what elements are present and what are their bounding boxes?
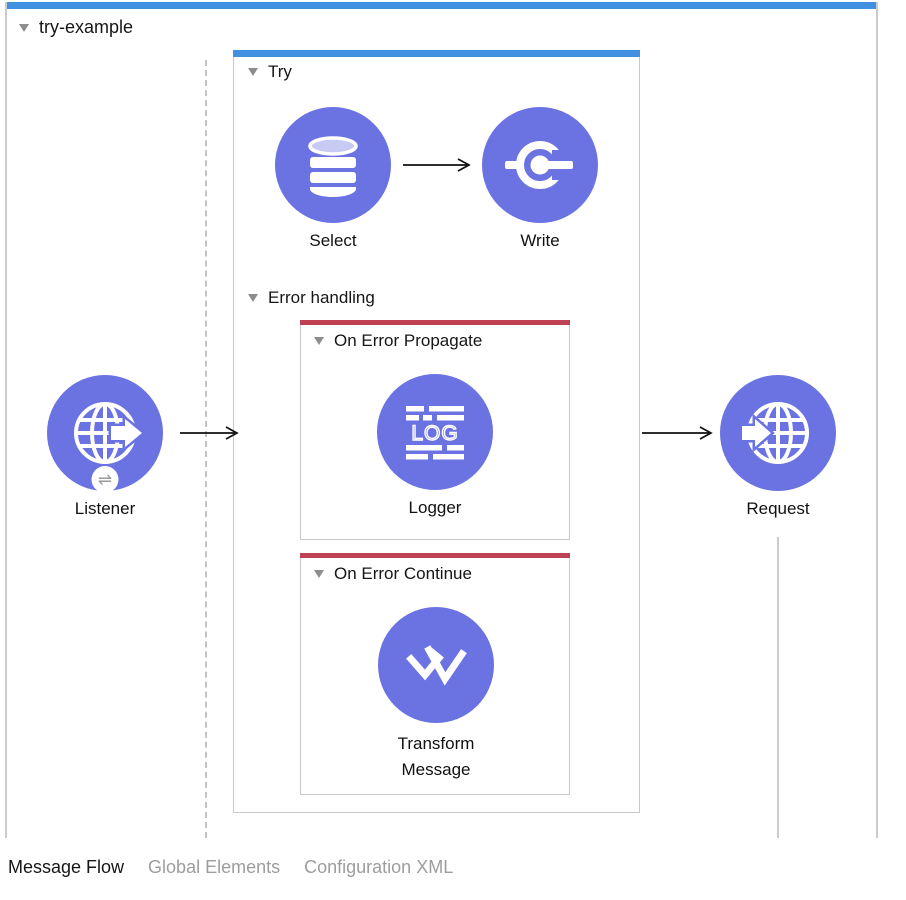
flow-border (876, 2, 878, 838)
transform-circle[interactable] (378, 607, 494, 723)
error-handling-header: Error handling (248, 288, 375, 308)
node-label: Select (309, 231, 357, 250)
globe-arrow-out-icon (74, 402, 145, 464)
collapse-triangle-icon[interactable] (248, 68, 258, 76)
editor-tab-bar: Message Flow Global Elements Configurati… (8, 857, 453, 878)
flow-border (5, 2, 7, 838)
collapse-triangle-icon[interactable] (19, 23, 29, 32)
node-label: Logger (408, 498, 462, 517)
node-label: Request (746, 499, 810, 518)
file-write-icon (505, 141, 576, 189)
on-error-continue-label: On Error Continue (334, 564, 472, 583)
error-accent-bar (300, 553, 570, 558)
write-circle[interactable] (482, 107, 598, 223)
collapse-triangle-icon[interactable] (314, 570, 324, 578)
try-header: Try (248, 62, 292, 82)
logger-circle[interactable]: LOG (377, 374, 493, 490)
select-circle[interactable] (275, 107, 391, 223)
source-process-divider (205, 60, 207, 838)
exchange-icon: ⇌ (97, 469, 113, 489)
on-error-continue-header: On Error Continue (314, 564, 472, 584)
flow-header: try-example (19, 17, 133, 38)
try-label: Try (268, 62, 292, 81)
collapse-triangle-icon[interactable] (314, 337, 324, 345)
exchange-badge: ⇌ (91, 466, 119, 493)
node-request[interactable]: Request (720, 375, 836, 518)
try-accent-bar (233, 50, 640, 57)
tab-configuration-xml[interactable]: Configuration XML (304, 857, 454, 877)
node-transform-message[interactable]: Transform Message (378, 607, 494, 779)
node-label: Listener (74, 499, 136, 518)
collapse-triangle-icon[interactable] (248, 294, 258, 302)
node-listener[interactable]: ⇌ Listener (47, 375, 163, 518)
log-lines-icon: LOG (406, 406, 464, 460)
node-select[interactable]: Select (275, 107, 391, 250)
request-circle[interactable] (720, 375, 836, 491)
node-label: Transform Message (397, 734, 475, 779)
database-icon (308, 136, 358, 197)
on-error-propagate-header: On Error Propagate (314, 331, 482, 351)
node-write[interactable]: Write (482, 107, 598, 250)
error-handling-label: Error handling (268, 288, 375, 307)
on-error-propagate-label: On Error Propagate (334, 331, 483, 350)
dataweave-icon (406, 645, 467, 686)
svg-text:LOG: LOG (411, 422, 458, 445)
node-label: Write (520, 231, 560, 250)
tab-message-flow[interactable]: Message Flow (8, 857, 125, 877)
error-accent-bar (300, 320, 570, 325)
flow-title: try-example (39, 17, 134, 37)
node-logger[interactable]: LOG Logger (377, 374, 493, 517)
flow-accent-bar (5, 2, 878, 9)
tab-global-elements[interactable]: Global Elements (148, 857, 281, 877)
globe-arrow-in-icon (739, 402, 809, 464)
request-drop-line (777, 537, 779, 838)
